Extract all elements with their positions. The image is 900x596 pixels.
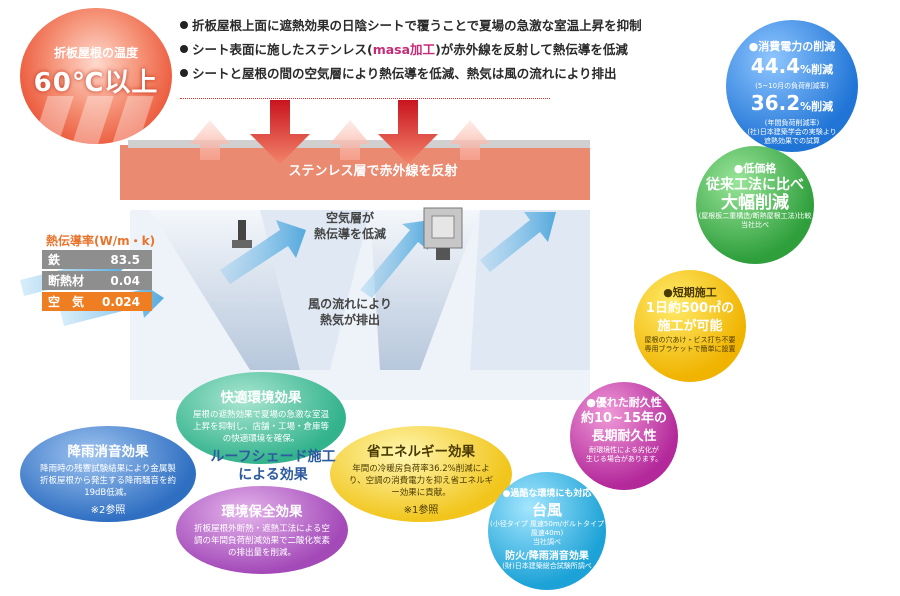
bullet-dot-icon (180, 69, 188, 77)
effect-description: 折板屋根外断熱・遮熱工法による空調の年間負荷削減効果で二酸化炭素の排出量を削減。 (193, 524, 330, 558)
low-price-circle: ●低価格 従来工法に比べ 大幅削減 (屋根板二重構造/断熱屋根工法)比較 当社比… (696, 146, 814, 264)
mounting-bracket (423, 207, 463, 260)
bolt-fixture (232, 220, 252, 248)
conductivity-row: 鉄 83.5 (42, 250, 152, 269)
saving-unit: %削減 (800, 63, 834, 76)
effect-title: 快適環境効果 (220, 390, 302, 406)
conductivity-row: 空 気 0.024 (42, 292, 152, 311)
circle-note: 専用ブラケットで簡単に設置 (644, 345, 736, 353)
roof-temperature-label: 折板屋根の温度 (53, 46, 138, 60)
effect-note: ※1参照 (403, 505, 439, 516)
circle-main-text: 長期耐久性 (591, 429, 657, 444)
saving-value: 44.4 (750, 54, 801, 78)
circle-main-text: 大幅削減 (721, 193, 789, 213)
effect-title: 環境保全効果 (221, 504, 303, 520)
circle-main-text: 約10~15年の (580, 411, 668, 426)
effect-title: 省エネルギー効果 (367, 444, 475, 460)
dotted-divider (180, 98, 550, 99)
circle-note: 当社調べ (533, 538, 561, 546)
circle-heading: ●過酷な環境にも対応 (502, 489, 592, 499)
circle-note: 屋根の穴あけ・ビス打ち不要 (644, 336, 736, 344)
sunlight-arrows (250, 100, 438, 164)
roof-temperature-value: 60℃以上 (33, 68, 159, 98)
circle-heading: ●消費電力の削減 (748, 40, 836, 53)
environment-effect-oval: 環境保全効果 折板屋根外断熱・遮熱工法による空調の年間負荷削減効果で二酸化炭素の… (176, 486, 348, 574)
circle-note: (小径タイプ 風速50m/ボルトタイプ 風速40m) (489, 520, 605, 537)
effect-note: ※2参照 (90, 505, 126, 516)
effect-title: 降雨消音効果 (67, 444, 149, 460)
feature-bullet-text: シート表面に施したステンレス( (192, 42, 373, 57)
wind-arrow-icon (220, 220, 306, 284)
feature-bullet-text: 折板屋根上面に遮熱効果の日陰シートで覆うことで夏場の急激な室温上昇を抑制 (192, 18, 642, 33)
circle-note: (年間負荷削減率) (764, 119, 820, 127)
bullet-dot-icon (180, 21, 188, 29)
conductivity-table: 鉄 83.5 断熱材 0.04 空 気 0.024 (42, 250, 152, 313)
wind-arrow-icon (360, 220, 430, 298)
bullet-dot-icon (180, 45, 188, 53)
feature-bullet-highlight: masa加工 (372, 42, 436, 57)
feature-bullet-text: シートと屋根の間の空気層により熱伝導を低減、熱気は風の流れにより排出 (192, 66, 617, 81)
circle-main-text: 従来工法に比べ (706, 177, 804, 193)
air-layer-label: 熱伝導を低減 (313, 227, 386, 241)
circle-main-text: 施工が可能 (657, 319, 723, 334)
air-layer-label: 空気層が (325, 211, 374, 225)
saving-value: 36.2 (750, 91, 801, 115)
roof-cross-section-diagram (20, 100, 590, 400)
wind-label: 風の流れにより (308, 297, 392, 311)
circle-heading: ●優れた耐久性 (586, 396, 662, 409)
material-value: 0.04 (110, 273, 140, 288)
material-value: 83.5 (110, 252, 140, 267)
air-layer-callout: 空気層が 熱伝導を低減 (300, 210, 400, 242)
effects-center-label: ルーフシェード施工による効果 (210, 449, 336, 483)
circle-main-text: 台風 (531, 501, 562, 519)
effect-description: 屋根の遮熱効果で夏場の急激な室温上昇を抑制し、店舗・工場・倉庫等の快適環境を確保… (192, 410, 329, 444)
feature-bullet-text: )が赤外線を反射して熱伝導を低減 (435, 42, 628, 57)
feature-bullet: シート表面に施したステンレス(masa加工)が赤外線を反射して熱伝導を低減 (180, 40, 628, 64)
up-arrow-icon (330, 120, 370, 160)
circle-note: (屋根板二重構造/断熱屋根工法)比較 (698, 212, 812, 220)
circle-heading: ●低価格 (733, 162, 777, 175)
effect-description: 降雨時の残響試験結果により金属製折板屋根から発生する降雨騒音を約19dB低減。 (39, 464, 176, 498)
wind-arrow-icon (480, 212, 556, 272)
circle-note: (財)日本建築総合試験所調べ (502, 562, 592, 570)
down-arrow-icon (378, 100, 438, 164)
circle-note: 耐環境性による劣化が (589, 446, 659, 454)
material-value: 0.024 (102, 294, 140, 309)
feature-bullet: 折板屋根上面に遮熱効果の日陰シートで覆うことで夏場の急激な室温上昇を抑制 (180, 16, 642, 40)
circle-note: 遮熱効果での試算 (764, 137, 820, 145)
conductivity-title: 熱伝導率(W/m・k) (46, 234, 156, 248)
up-arrow-icon (450, 120, 490, 160)
feature-bullet-list: 折板屋根上面に遮熱効果の日陰シートで覆うことで夏場の急激な室温上昇を抑制 シート… (180, 16, 642, 99)
material-name: 空 気 (48, 295, 85, 309)
up-arrow-icon (190, 120, 230, 160)
down-arrow-icon (250, 100, 310, 164)
effect-description: 年間の冷暖房負荷率36.2%削減により、空調の消費電力を抑え省エネルギー効果に貢… (348, 464, 494, 498)
energy-effect-oval: 省エネルギー効果 年間の冷暖房負荷率36.2%削減により、空調の消費電力を抑え省… (330, 426, 512, 522)
saving-unit: %削減 (800, 100, 834, 113)
circle-heading: ●短期施工 (663, 286, 717, 299)
power-saving-circle: ●消費電力の削減 44.4%削減 (5~10月の負荷削減率) 36.2%削減 (… (726, 20, 858, 152)
circle-main-text: 1日約500㎡の (645, 301, 735, 316)
roof-fold (260, 210, 370, 370)
durability-circle: ●優れた耐久性 約10~15年の 長期耐久性 耐環境性による劣化が 生じる場合が… (570, 382, 678, 490)
circle-note: (社)日本建築学会の実験より (747, 128, 837, 136)
circle-note: 当社比べ (741, 221, 769, 229)
typhoon-resistance-circle: ●過酷な環境にも対応 台風 (小径タイプ 風速50m/ボルトタイプ 風速40m)… (488, 472, 606, 590)
noise-effect-oval: 降雨消音効果 降雨時の残響試験結果により金属製折板屋根から発生する降雨騒音を約1… (20, 426, 196, 522)
wind-label: 熱気が排出 (319, 313, 380, 327)
feature-bullet: シートと屋根の間の空気層により熱伝導を低減、熱気は風の流れにより排出 (180, 64, 617, 88)
material-name: 鉄 (48, 253, 61, 267)
heat-release-arrows (190, 120, 490, 160)
circle-main-text: 防火/降雨消音効果 (505, 551, 589, 562)
comfort-effect-oval: 快適環境効果 屋根の遮熱効果で夏場の急激な室温上昇を抑制し、店舗・工場・倉庫等の… (176, 372, 346, 464)
circle-note: (5~10月の負荷削減率) (755, 82, 829, 90)
circle-note: 生じる場合があります。 (585, 455, 663, 463)
conductivity-row: 断熱材 0.04 (42, 271, 152, 290)
sheet-reflection-label: ステンレス層で赤外線を反射 (288, 164, 458, 179)
roof-temperature-badge: 折板屋根の温度 60℃以上 (20, 8, 172, 144)
wind-callout: 風の流れにより 熱気が排出 (290, 296, 410, 328)
material-name: 断熱材 (48, 274, 85, 288)
short-construction-circle: ●短期施工 1日約500㎡の 施工が可能 屋根の穴あけ・ビス打ち不要 専用ブラケ… (634, 270, 746, 382)
